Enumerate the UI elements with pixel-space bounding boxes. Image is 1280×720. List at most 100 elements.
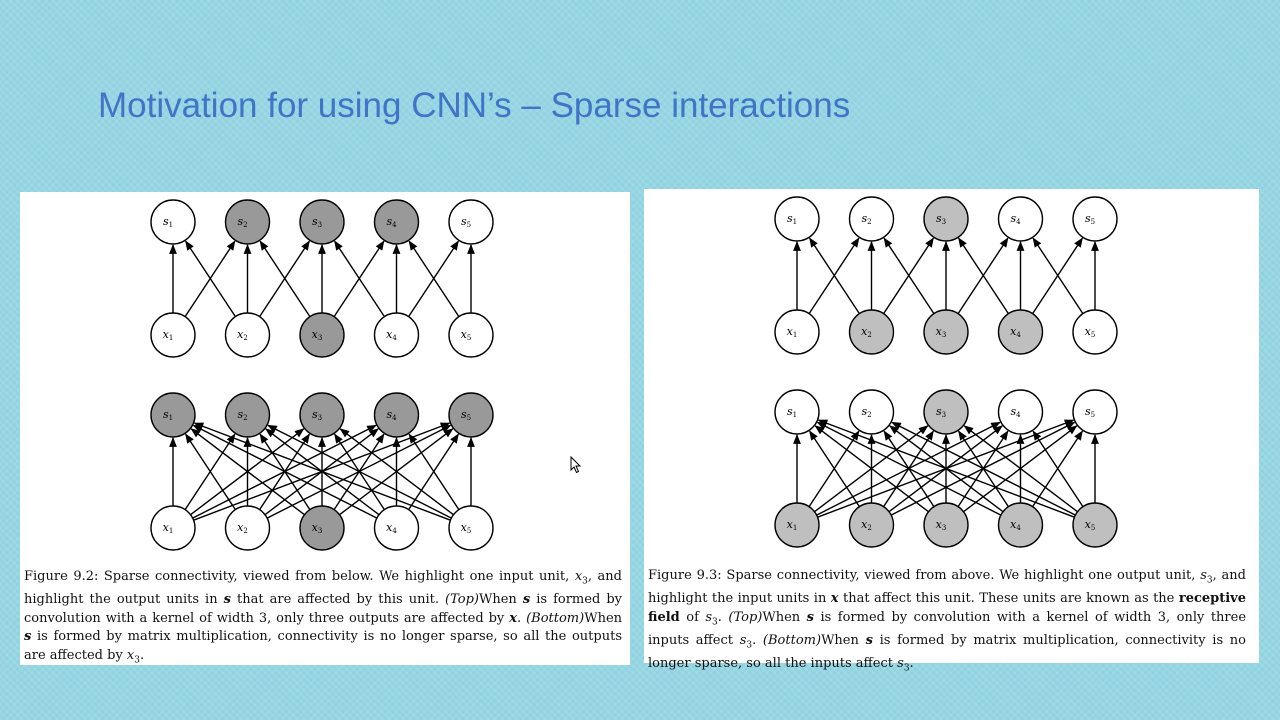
output-node-s4	[373, 392, 420, 438]
input-node-x3	[923, 309, 969, 355]
input-node-label: x1	[163, 328, 174, 342]
edge-x4-s3	[334, 240, 385, 318]
edge-x5-s3	[339, 428, 454, 516]
output-node-s2	[848, 389, 895, 435]
output-node-s3	[923, 196, 969, 242]
output-node-label: s2	[861, 212, 871, 226]
output-node-label: s2	[861, 405, 871, 419]
edge-x3-s1	[190, 428, 305, 516]
edge-x5-s4	[408, 240, 460, 318]
output-node-label: s1	[787, 405, 797, 419]
output-node-label: s2	[237, 215, 247, 229]
input-node-x5	[1072, 309, 1118, 355]
input-node-x3	[299, 505, 345, 551]
edge-x5-s4	[408, 433, 460, 511]
network-top: s1 s2 s3 s4 s5 x1 x2 x3 x4 x5	[150, 199, 494, 358]
input-node-x1	[774, 309, 820, 355]
output-node-s4	[997, 196, 1044, 242]
edge-x2-s1	[809, 237, 860, 315]
output-node-label: s4	[1010, 212, 1021, 226]
edge-x5-s4	[1032, 237, 1084, 315]
output-node-s2	[224, 199, 271, 245]
edge-x5-s2	[891, 421, 1076, 516]
edge-x4-s3	[958, 237, 1009, 315]
edge-x3-s2	[259, 240, 311, 318]
input-node-label: x5	[461, 328, 472, 342]
output-node-s1	[774, 196, 820, 242]
edge-x4-s1	[816, 421, 1002, 516]
input-node-x4	[373, 505, 420, 551]
output-node-s4	[373, 199, 420, 245]
output-node-s1	[774, 389, 820, 435]
input-node-x1	[150, 312, 196, 358]
output-node-label: s3	[936, 212, 946, 226]
edge-x5-s1	[817, 419, 1075, 518]
input-node-x5	[448, 505, 494, 551]
output-node-label: s5	[461, 408, 471, 422]
input-node-x3	[299, 312, 345, 358]
input-node-label: x2	[861, 518, 872, 532]
input-node-label: x3	[312, 328, 323, 342]
input-node-label: x5	[1085, 325, 1096, 339]
output-node-s3	[923, 389, 969, 435]
input-node-label: x1	[787, 325, 798, 339]
edge-x5-s3	[963, 425, 1078, 513]
input-node-x2	[848, 309, 895, 355]
input-node-label: x2	[861, 325, 872, 339]
input-node-x2	[224, 505, 271, 551]
slide-title: Motivation for using CNN’s – Sparse inte…	[98, 86, 851, 125]
input-node-label: x3	[312, 521, 323, 535]
output-node-label: s4	[386, 215, 397, 229]
output-node-s2	[848, 196, 895, 242]
output-node-s3	[299, 392, 345, 438]
edge-x2-s1	[809, 430, 860, 508]
output-node-s5	[448, 392, 494, 438]
output-node-label: s1	[163, 215, 173, 229]
input-node-x4	[373, 312, 420, 358]
mouse-cursor-icon	[570, 455, 582, 474]
output-node-label: s3	[936, 405, 946, 419]
output-node-label: s4	[386, 408, 397, 422]
input-node-label: x5	[1085, 518, 1096, 532]
edge-x4-s1	[192, 424, 378, 519]
edge-x3-s1	[814, 425, 929, 513]
output-node-label: s3	[312, 408, 322, 422]
edge-x2-s1	[185, 240, 236, 318]
input-node-label: x4	[1010, 518, 1021, 532]
edge-x5-s1	[193, 422, 451, 521]
input-node-label: x3	[936, 325, 947, 339]
output-node-label: s2	[237, 408, 247, 422]
output-node-label: s1	[787, 212, 797, 226]
input-node-label: x3	[936, 518, 947, 532]
output-node-label: s5	[461, 215, 471, 229]
output-node-s5	[1072, 196, 1118, 242]
output-node-label: s3	[312, 215, 322, 229]
output-node-s5	[448, 199, 494, 245]
output-node-label: s5	[1085, 405, 1095, 419]
input-node-x1	[150, 505, 196, 551]
edge-x3-s2	[883, 237, 935, 315]
input-node-label: x4	[386, 328, 397, 342]
output-node-label: s4	[1010, 405, 1021, 419]
input-node-x5	[1072, 502, 1118, 548]
output-node-label: s1	[163, 408, 173, 422]
input-node-x4	[997, 502, 1044, 548]
input-node-label: x4	[386, 521, 397, 535]
output-node-s1	[150, 392, 196, 438]
output-node-s5	[1072, 389, 1118, 435]
figure-9-2-caption: Figure 9.2: Sparse connectivity, viewed …	[24, 569, 623, 666]
edge-x5-s2	[267, 424, 452, 519]
figure-9-3-caption: Figure 9.3: Sparse connectivity, viewed …	[648, 568, 1247, 674]
output-node-label: s5	[1085, 212, 1095, 226]
output-node-s2	[224, 392, 271, 438]
input-node-label: x2	[237, 328, 248, 342]
input-node-x5	[448, 312, 494, 358]
input-node-x4	[997, 309, 1044, 355]
output-node-s4	[997, 389, 1044, 435]
